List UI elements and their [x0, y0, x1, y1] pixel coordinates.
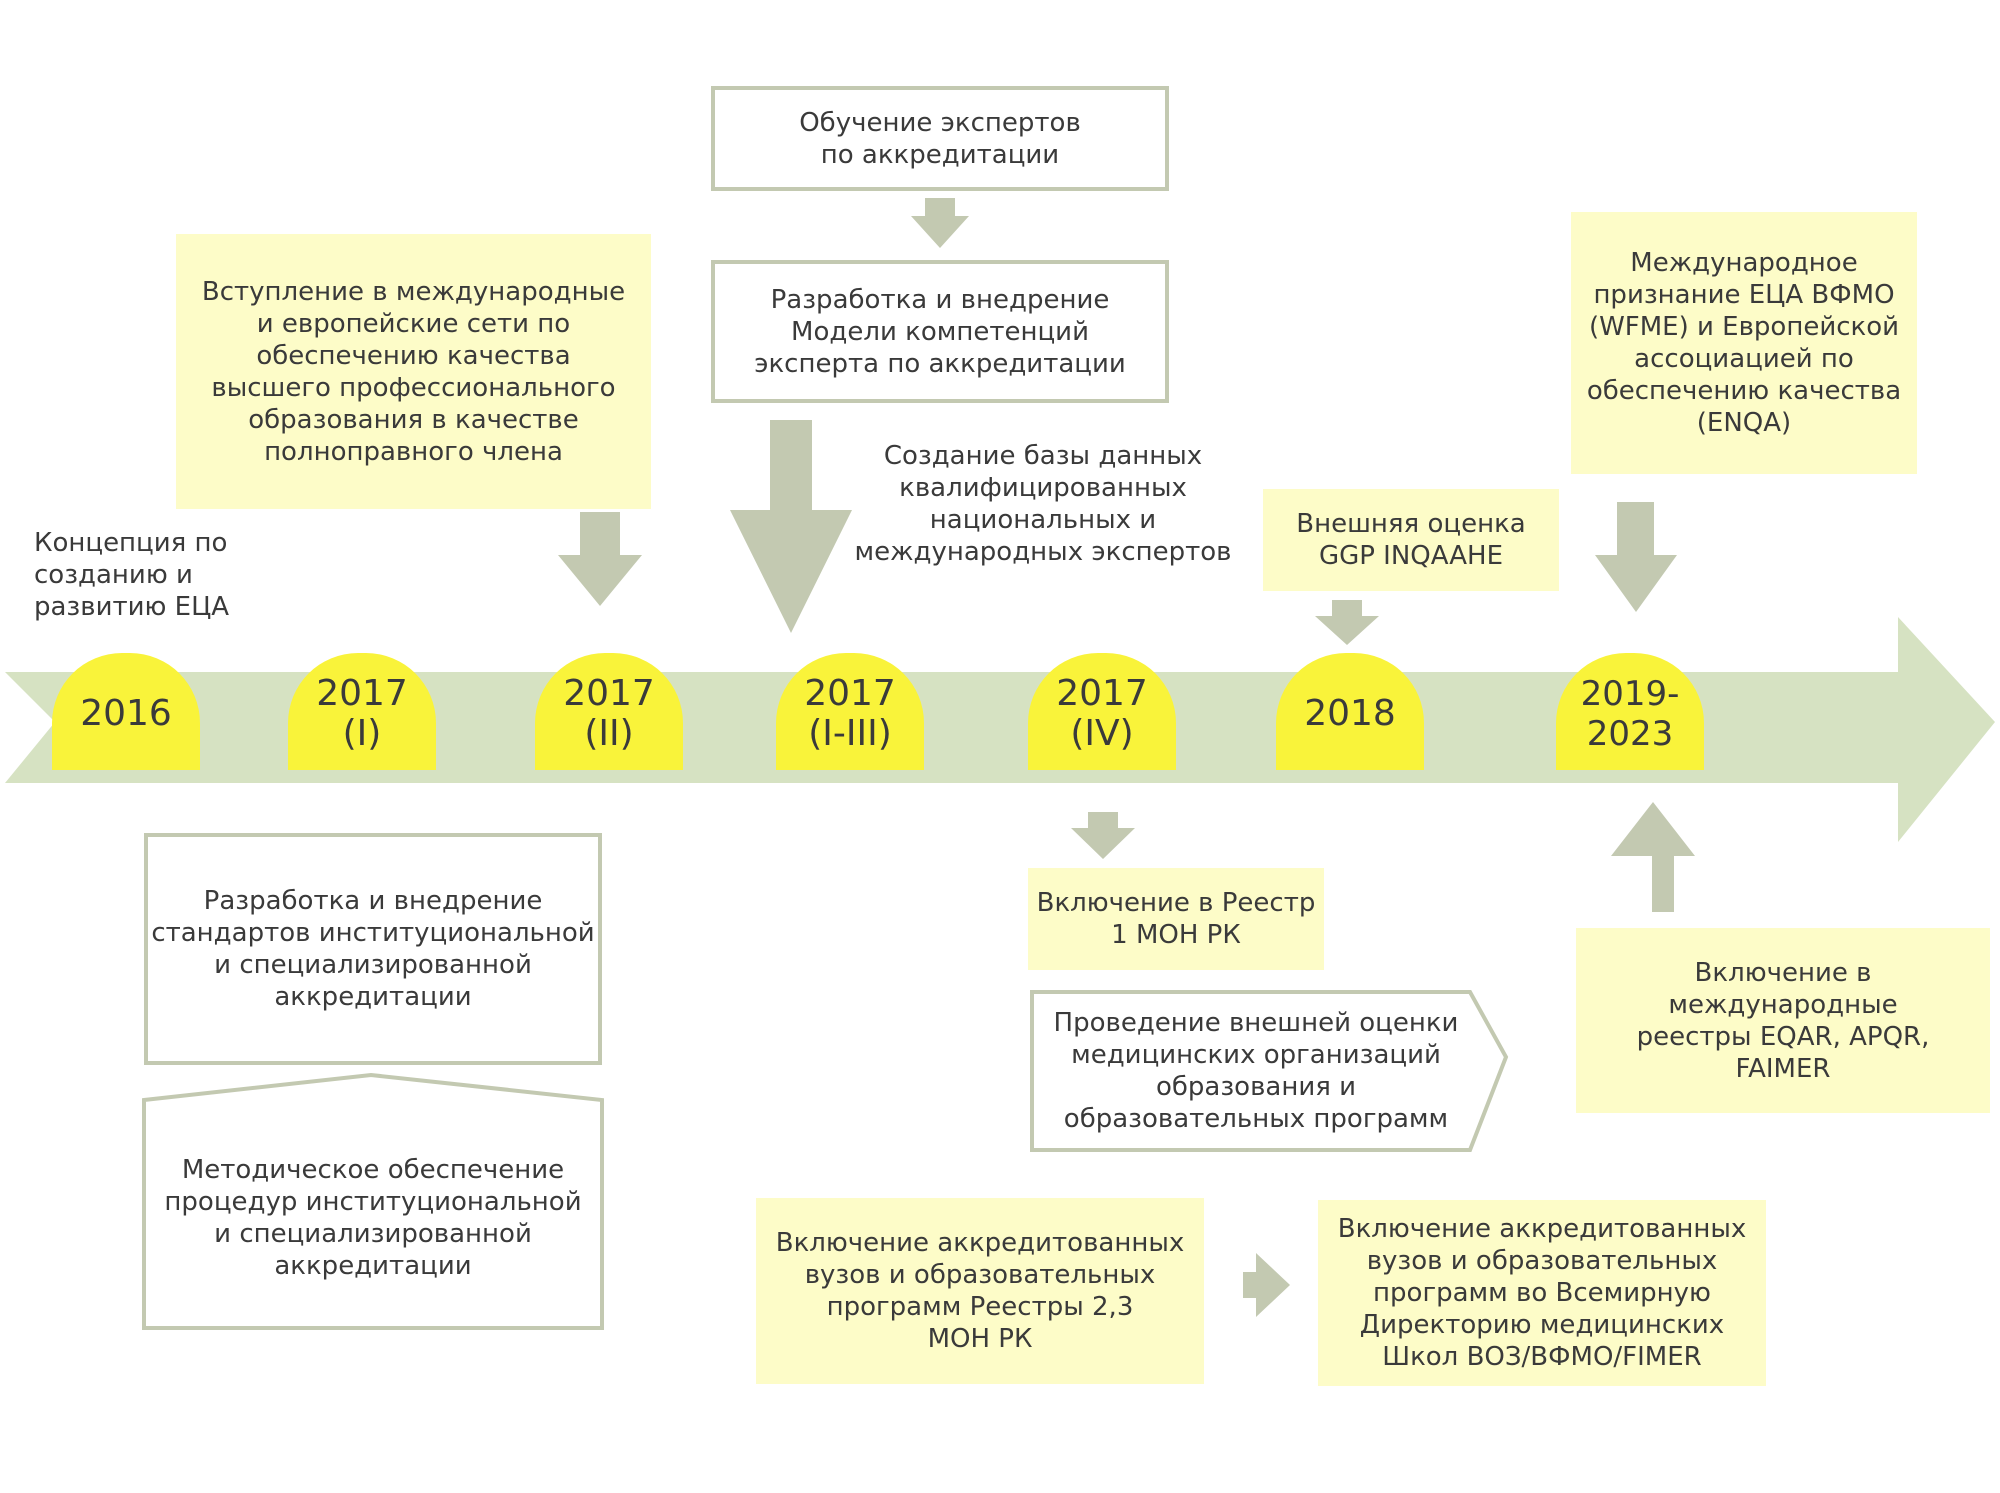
year-badge-2017-iv: 2017 (IV) [1028, 653, 1176, 770]
arrow-ggp-down [1315, 600, 1379, 645]
arrow-recognition-down [1595, 502, 1677, 612]
external-eval-text: Проведение внешней оценки медицинских ор… [1053, 1008, 1459, 1134]
methodology-text: Методическое обеспечение процедур инстит… [164, 1155, 582, 1281]
registries23-box: Включение аккредитованных вузов и образо… [756, 1198, 1204, 1384]
year-badge-2017-i-iii: 2017 (I-III) [776, 653, 924, 770]
arrow-training-down [911, 198, 969, 248]
methodology-outline [142, 1072, 604, 1330]
year-badge-2016: 2016 [52, 653, 200, 770]
who-directory-box: Включение аккредитованных вузов и образо… [1318, 1200, 1766, 1386]
competency-model-box: Разработка и внедрение Модели компетенци… [711, 260, 1169, 403]
timeline-band [5, 617, 1995, 842]
experts-db-label: Создание базы данных квалифицированных н… [854, 441, 1232, 567]
external-eval-outline [1030, 990, 1509, 1152]
arrow-networks-down [558, 512, 642, 606]
year-badge-2019-2023: 2019- 2023 [1556, 653, 1704, 770]
arrow-registry1-down [1071, 812, 1135, 859]
year-badge-2017-i: 2017 (I) [288, 653, 436, 770]
arrow-registries-right [1243, 1253, 1290, 1317]
standards-box: Разработка и внедрение стандартов инстит… [144, 833, 602, 1065]
networks-box: Вступление в международные и европейские… [176, 234, 651, 509]
ggp-box: Внешняя оценка GGP INQAAHE [1263, 489, 1559, 591]
concept-label: Концепция по созданию и развитию ЕЦА [34, 528, 230, 622]
intl-registries-box: Включение в международные реестры EQAR, … [1576, 928, 1990, 1113]
arrow-intl-registries-up [1611, 802, 1695, 912]
intl-recognition-box: Международное признание ЕЦА ВФМО (WFME) … [1571, 212, 1917, 474]
year-badge-2017-ii: 2017 (II) [535, 653, 683, 770]
training-box: Обучение экспертов по аккредитации [711, 86, 1169, 191]
arrow-competency-down [730, 420, 852, 633]
year-badge-2018: 2018 [1276, 653, 1424, 770]
registry1-box: Включение в Реестр 1 МОН РК [1028, 868, 1324, 970]
